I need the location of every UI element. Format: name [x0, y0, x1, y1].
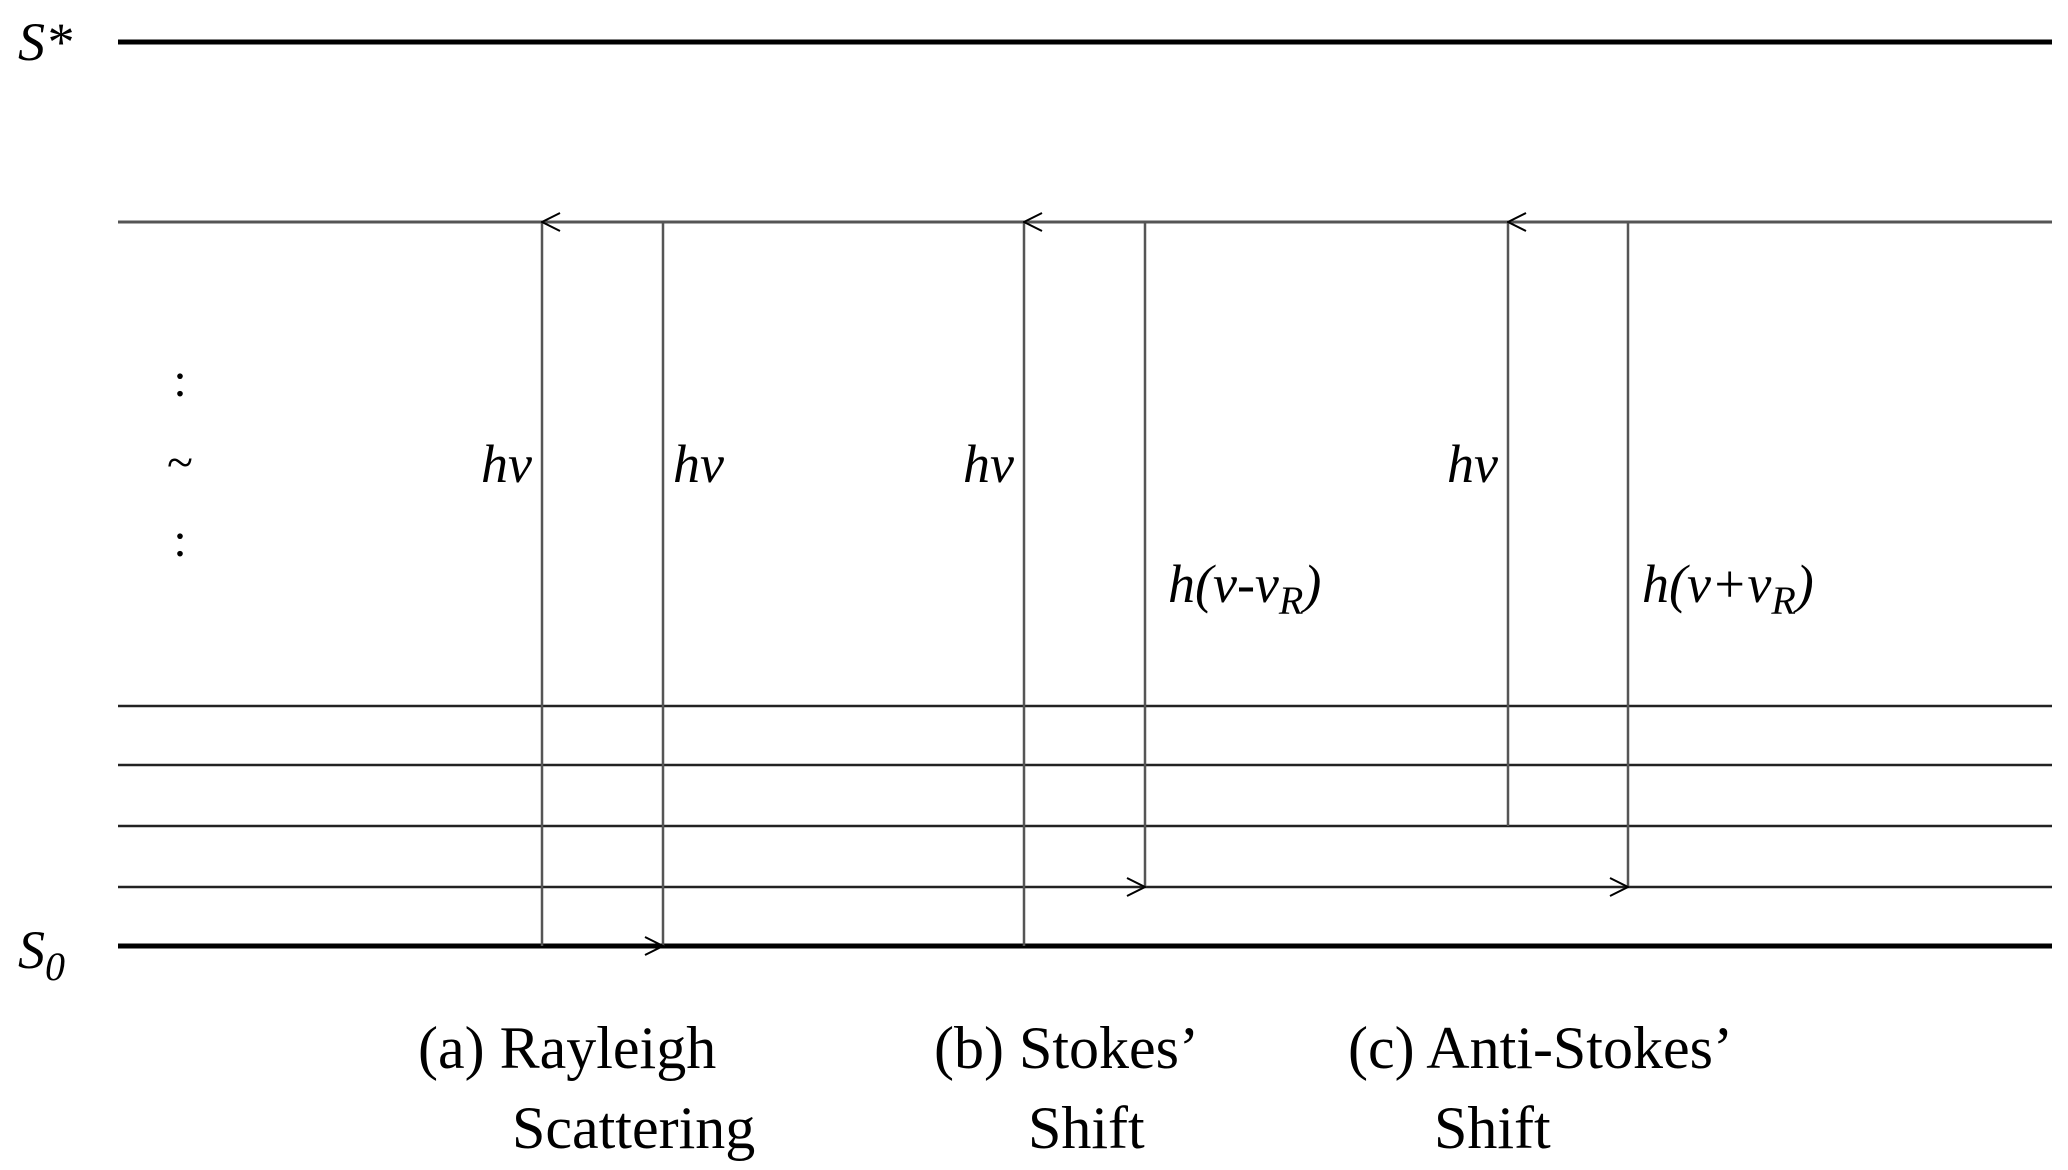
rayleigh-caption-line2: Scattering	[512, 1095, 755, 1161]
rayleigh-emission-label: hv	[673, 434, 724, 494]
stokes-caption-line1: (b) Stokes’	[934, 1015, 1199, 1081]
anti-stokes-caption-line1: (c) Anti-Stokes’	[1348, 1015, 1733, 1081]
stokes-emission-label: h(v-vR)	[1168, 554, 1321, 623]
ground-state-label: S0	[18, 920, 65, 989]
continuation-mark-bottom: :	[173, 514, 186, 567]
excited-state-label: S*	[18, 12, 72, 72]
anti-stokes-absorption-label: hv	[1447, 434, 1498, 494]
anti-stokes-emission-label: h(v+vR)	[1642, 554, 1814, 623]
rayleigh-absorption-label: hv	[481, 434, 532, 494]
stokes-caption-line2: Shift	[1028, 1095, 1145, 1161]
continuation-mark-top: :	[173, 354, 186, 407]
rayleigh-caption-line1: (a) Rayleigh	[418, 1015, 716, 1081]
stokes-absorption-label: hv	[963, 434, 1014, 494]
continuation-mark-tilde: ~	[167, 436, 193, 489]
anti-stokes-caption-line2: Shift	[1434, 1095, 1551, 1161]
